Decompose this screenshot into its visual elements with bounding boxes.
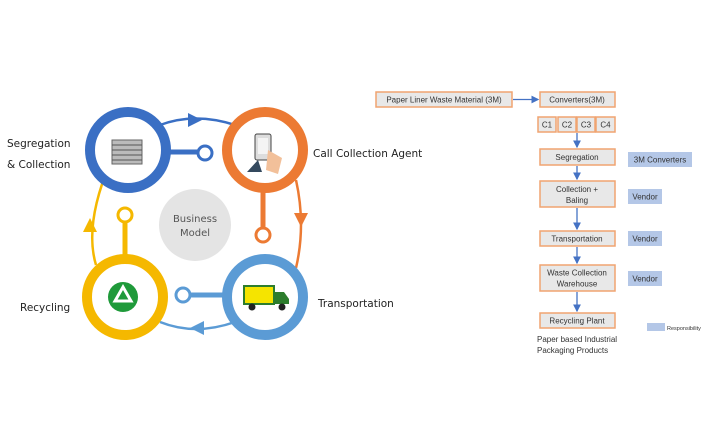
label-segregation-1: Segregation — [7, 138, 71, 150]
resp-segregation — [628, 152, 692, 167]
business-model-circle — [159, 189, 231, 261]
center-line1: Business — [173, 214, 217, 225]
box-c2 — [557, 116, 577, 133]
text-warehouse-2: Warehouse — [557, 280, 598, 289]
text-converters: Converters(3M) — [549, 96, 605, 105]
text-resp-segregation: 3M Converters — [634, 156, 686, 165]
text-c4: C4 — [600, 121, 611, 130]
text-transportation: Transportation — [551, 235, 602, 244]
box-warehouse — [539, 264, 616, 292]
text-resp-collection: Vendor — [632, 193, 658, 202]
box-c1 — [537, 116, 557, 133]
legend-swatch — [647, 323, 665, 331]
recycle-icon — [108, 282, 138, 312]
flowchart: Paper Liner Waste Material (3M) Converte… — [375, 91, 701, 355]
paper-bale-icon — [111, 139, 143, 165]
resp-collection — [628, 189, 662, 204]
box-converters — [539, 91, 616, 108]
text-resp-transportation: Vendor — [632, 235, 658, 244]
text-warehouse-1: Waste Collection — [547, 269, 607, 278]
text-collection-1: Collection + — [556, 185, 598, 194]
text-segregation: Segregation — [555, 153, 598, 162]
text-recycling-plant: Recycling Plant — [549, 317, 605, 326]
box-collection-baling — [539, 180, 616, 208]
label-transportation: Transportation — [317, 298, 394, 310]
resp-warehouse — [628, 271, 662, 286]
arrowhead-bottom — [190, 321, 204, 335]
legend-label: Responsibility — [667, 326, 701, 332]
arrowhead-right — [294, 213, 308, 227]
stage-recycling — [82, 206, 168, 340]
label-recycling: Recycling — [20, 302, 70, 314]
text-c1: C1 — [542, 121, 553, 130]
label-segregation-2: & Collection — [7, 159, 70, 171]
output-line1: Paper based Industrial — [537, 335, 617, 344]
text-c3: C3 — [581, 121, 592, 130]
center-line2: Model — [180, 228, 210, 239]
box-transportation — [539, 230, 616, 247]
stage-segregation — [85, 107, 214, 193]
label-call-agent: Call Collection Agent — [313, 148, 422, 160]
arrowhead-left — [83, 218, 97, 232]
box-segregation — [539, 148, 616, 166]
box-c3 — [576, 116, 596, 133]
text-collection-2: Baling — [566, 196, 588, 205]
output-line2: Packaging Products — [537, 346, 608, 355]
text-source: Paper Liner Waste Material (3M) — [386, 96, 502, 105]
stage-transportation — [174, 254, 308, 340]
arrowhead-top — [188, 113, 202, 127]
text-c2: C2 — [562, 121, 573, 130]
phone-hand-icon — [247, 133, 282, 174]
box-c4 — [595, 116, 616, 133]
resp-transportation — [628, 231, 662, 246]
truck-icon — [243, 285, 289, 311]
stage-call-agent — [222, 107, 308, 244]
box-recycling-plant — [539, 312, 616, 329]
cycle-arrows — [83, 113, 308, 335]
box-source — [375, 91, 513, 108]
text-resp-warehouse: Vendor — [632, 275, 658, 284]
